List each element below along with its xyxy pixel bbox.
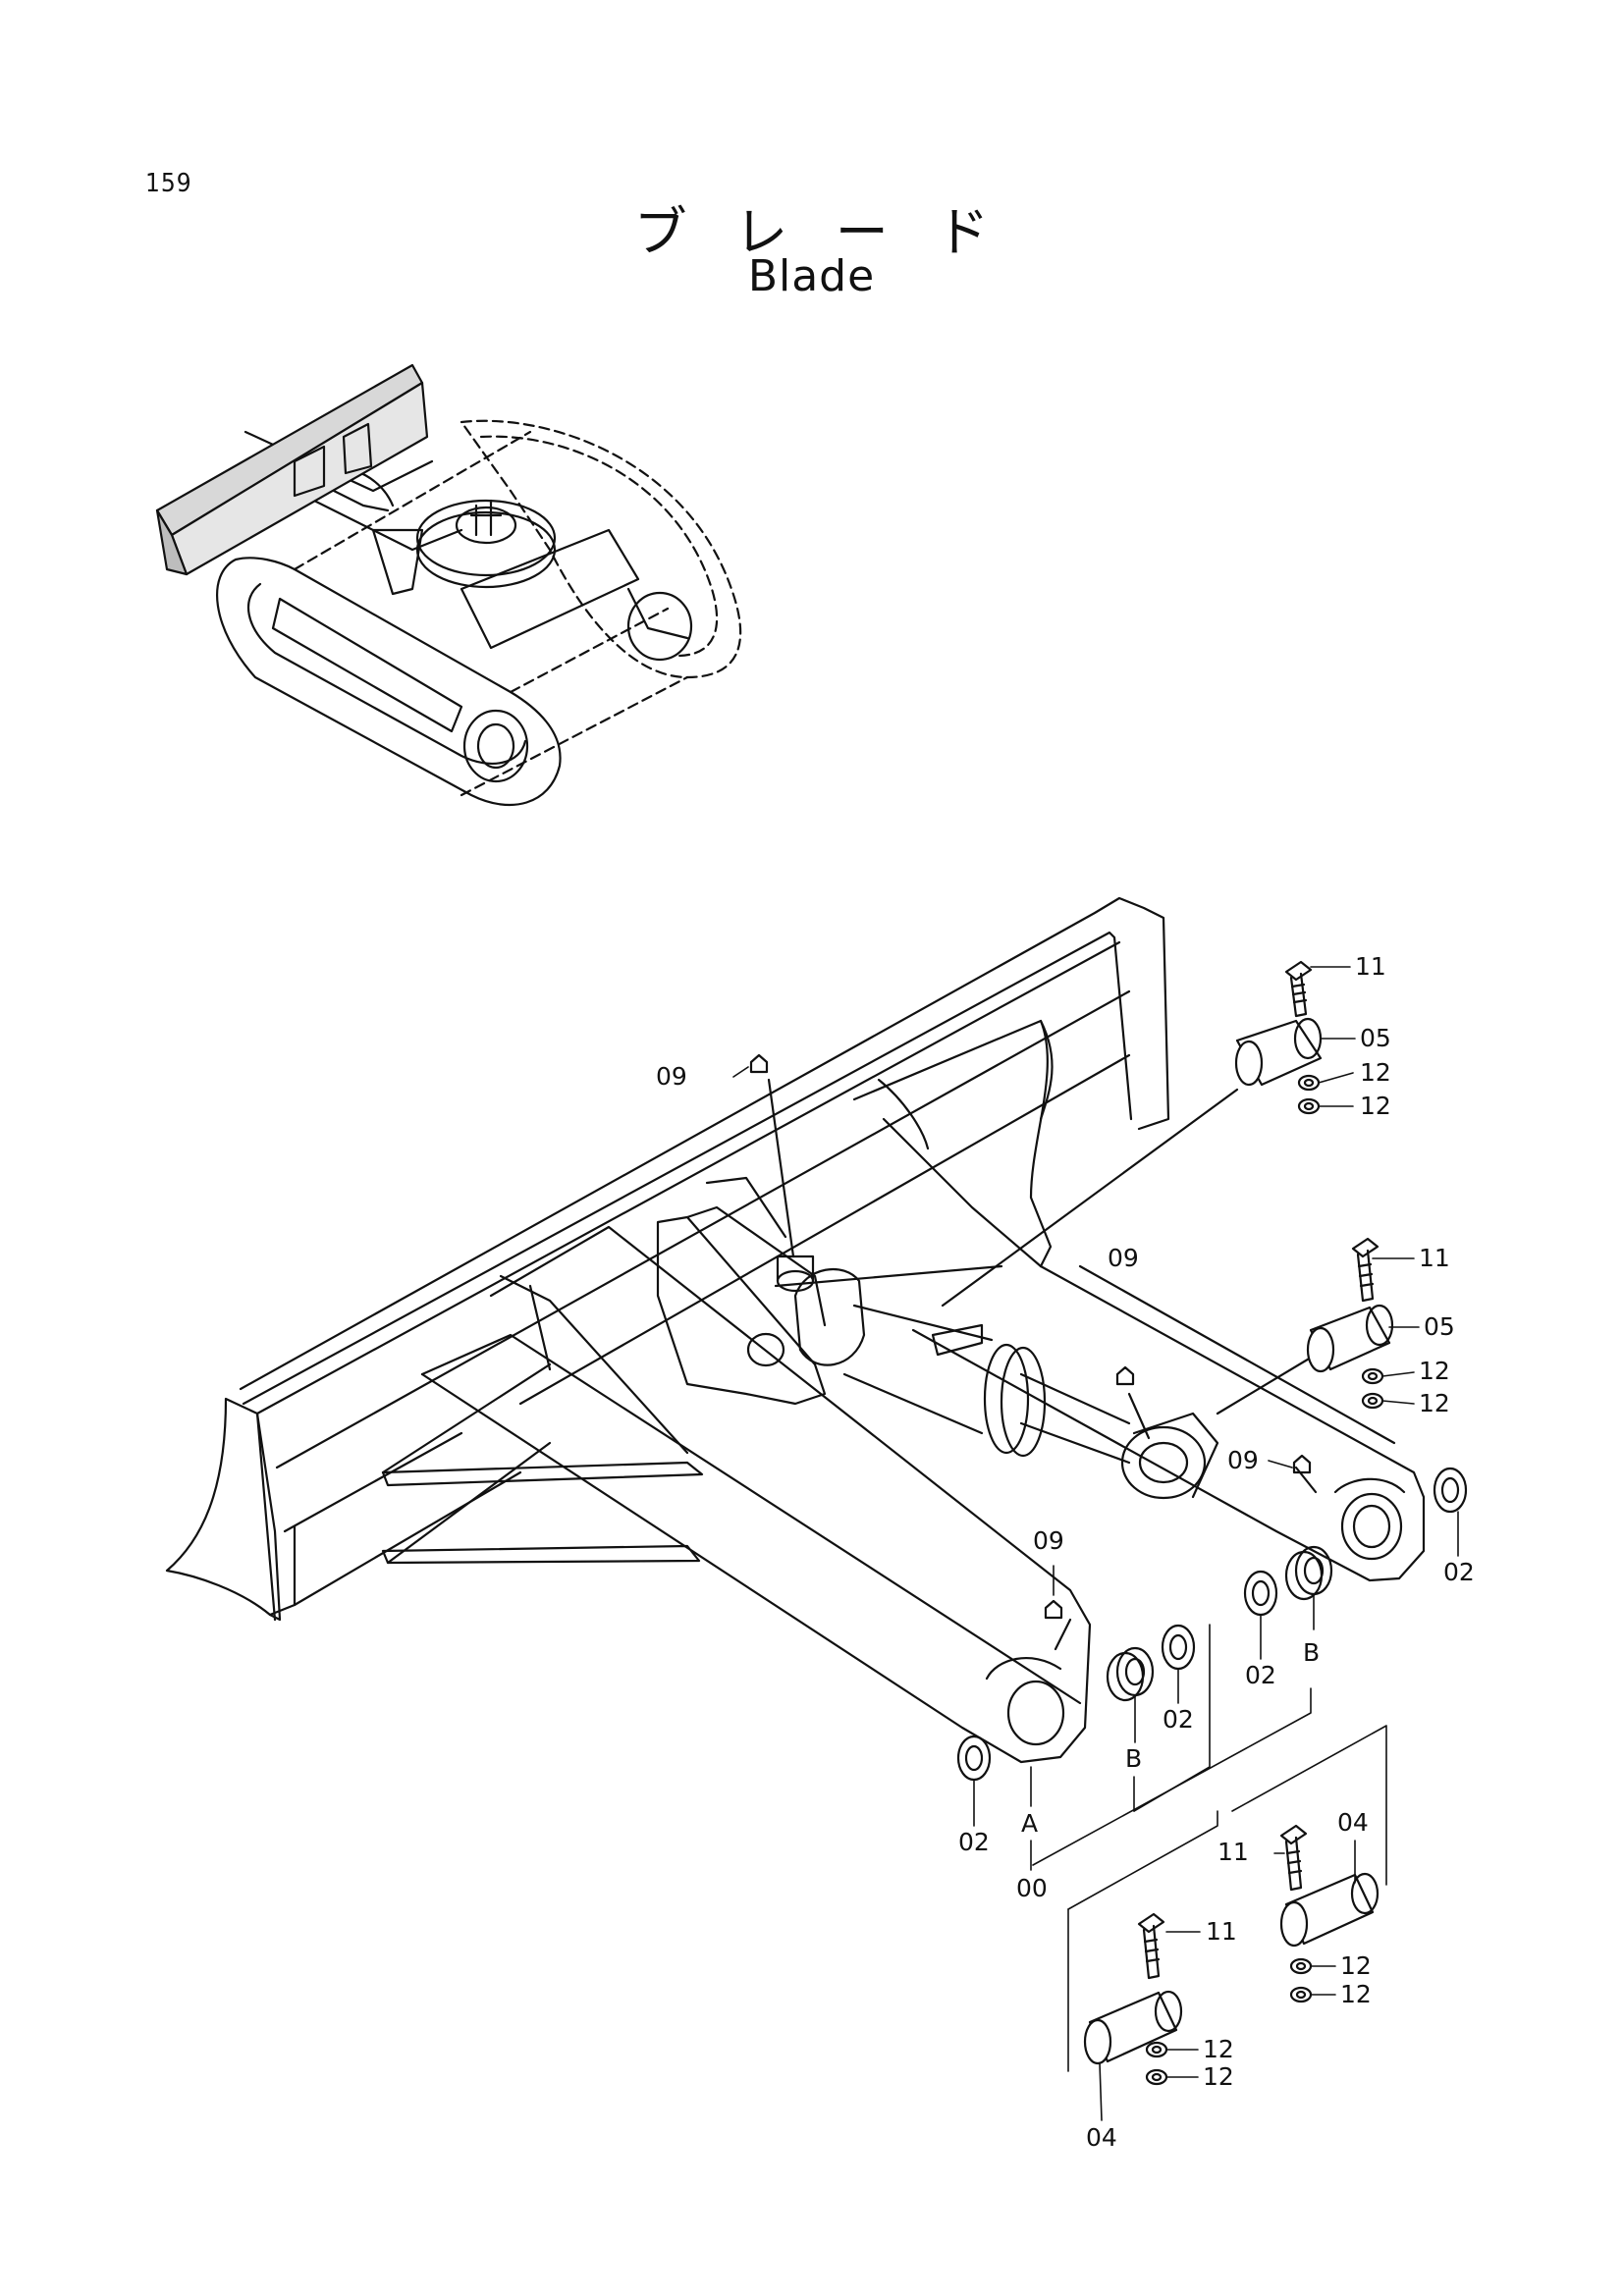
- callout-12: 12: [1340, 1980, 1372, 2008]
- callout-11: 11: [1419, 1244, 1450, 1272]
- grease-fitting-09-group: [749, 1053, 1312, 1620]
- callout-12: 12: [1419, 1357, 1450, 1385]
- callout-09: 09: [656, 1062, 687, 1091]
- callout-B: B: [1125, 1744, 1142, 1773]
- page-number: 159: [145, 169, 192, 198]
- overview-illustration: [155, 363, 742, 807]
- callout-12: 12: [1340, 1951, 1372, 1980]
- callout-12: 12: [1203, 2035, 1234, 2063]
- pin-04-upper: [1279, 1872, 1380, 1948]
- bolt-11-right: [1351, 1237, 1380, 1303]
- callout-05: 05: [1360, 1024, 1391, 1052]
- bolt-11-top: [1284, 960, 1313, 1018]
- callout-02: 02: [1443, 1558, 1475, 1586]
- callout-09: 09: [1227, 1446, 1259, 1474]
- callout-A: A: [1021, 1809, 1038, 1838]
- callout-09: 09: [1108, 1244, 1139, 1272]
- bolt-11-lower-b: [1137, 1912, 1165, 1980]
- pin-04-bottom: [1083, 1990, 1183, 2065]
- blade-assembly: [165, 896, 1426, 1764]
- callout-labels: 11 05 12 12 09 09 11 05 12 12 09 02 09 0…: [656, 952, 1475, 2152]
- bushing-B-group: [1106, 1545, 1333, 1702]
- callout-12: 12: [1360, 1058, 1391, 1087]
- callout-05: 05: [1424, 1312, 1455, 1341]
- callout-02: 02: [1245, 1661, 1276, 1689]
- callout-04: 04: [1337, 1808, 1369, 1837]
- nut-12-group: [1145, 1074, 1384, 2086]
- callout-11: 11: [1206, 1917, 1237, 1946]
- callout-02: 02: [958, 1828, 990, 1856]
- callout-00: 00: [1016, 1874, 1048, 1902]
- callout-09: 09: [1033, 1526, 1064, 1555]
- callout-B: B: [1303, 1638, 1320, 1667]
- callout-12: 12: [1419, 1389, 1450, 1417]
- leader-lines: [732, 966, 1459, 2121]
- callout-12: 12: [1360, 1092, 1391, 1120]
- callout-12: 12: [1203, 2062, 1234, 2091]
- callout-11: 11: [1355, 952, 1386, 981]
- bolt-11-lower-a: [1279, 1824, 1308, 1892]
- page-title-japanese: ブレード: [633, 201, 1037, 263]
- callout-02: 02: [1163, 1705, 1194, 1734]
- spacer-02-group: [956, 1467, 1468, 1782]
- page-title-english: Blade: [747, 251, 876, 301]
- pin-05-right: [1306, 1304, 1394, 1373]
- callout-11: 11: [1217, 1838, 1249, 1866]
- callout-04: 04: [1086, 2123, 1117, 2152]
